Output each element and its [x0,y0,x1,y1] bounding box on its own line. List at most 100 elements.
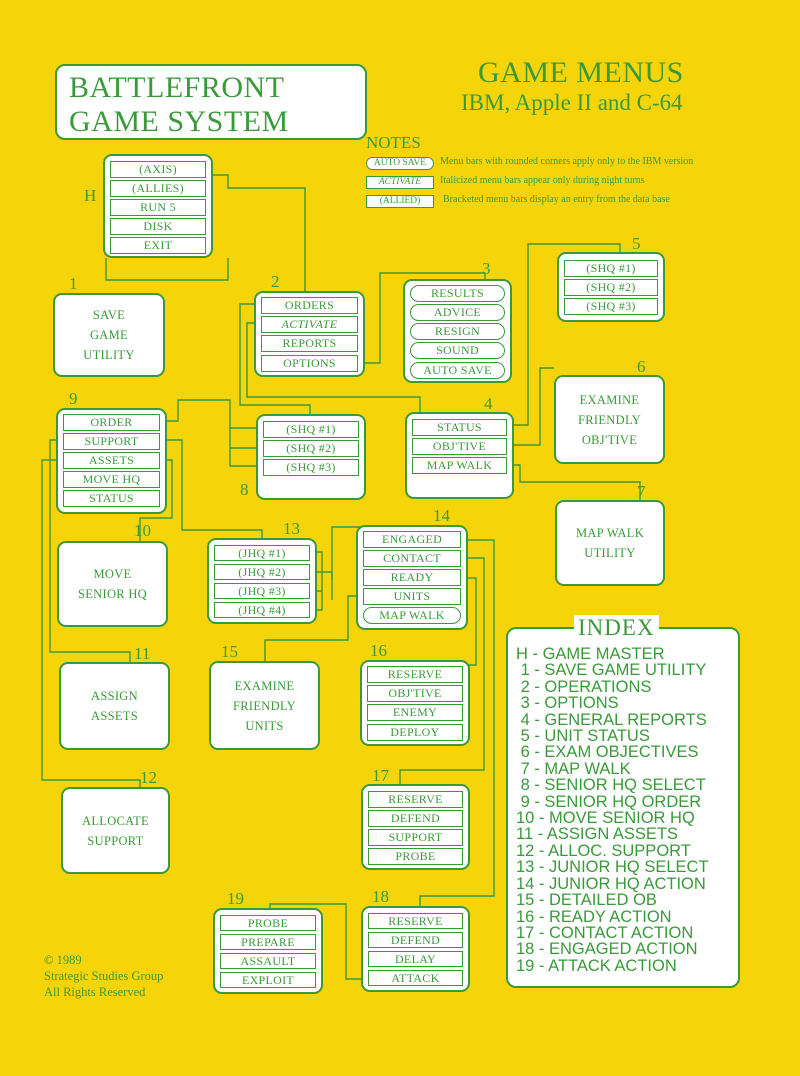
wire-14-to-15 [264,595,362,661]
menu-item-defend-17[interactable]: DEFEND [368,810,463,827]
menu-item-exploit[interactable]: EXPLOIT [220,972,316,988]
menu-item-jhq-1[interactable]: (JHQ #1) [214,545,310,561]
menu-item-activate[interactable]: ACTIVATE [261,316,358,333]
menu-item-map-walk[interactable]: MAP WALK [412,457,507,474]
menu-item-map-walk-14[interactable]: MAP WALK [363,607,461,624]
note-tag-italic: ACTIVATE [366,176,434,189]
menu-14-label: 14 [433,506,450,525]
map-walk-utility[interactable]: MAP WALK UTILITY [555,500,665,586]
menu-item-engaged[interactable]: ENGAGED [363,531,461,548]
menu-item-exit[interactable]: EXIT [110,237,206,254]
menu-item-reserve-18[interactable]: RESERVE [368,913,463,929]
menu-item-assets[interactable]: ASSETS [63,452,160,469]
menu-item-prepare[interactable]: PREPARE [220,934,316,950]
menu-item-shq-3-b[interactable]: (SHQ #3) [263,459,359,476]
wire-2-to-8 [239,303,311,415]
menu-item-jhq-2[interactable]: (JHQ #2) [214,564,310,580]
utility-11-label: 11 [134,644,151,663]
copyright-notice: © 1989 Strategic Studies Group All Right… [44,952,163,1000]
menu-item-objective-16[interactable]: OBJ'TIVE [367,685,463,702]
menu-item-units[interactable]: UNITS [363,588,461,605]
index-list: H - GAME MASTER 1 - SAVE GAME UTILITY 2 … [516,645,709,975]
allocate-support[interactable]: ALLOCATE SUPPORT [61,787,170,874]
menu-item-jhq-4[interactable]: (JHQ #4) [214,602,310,618]
utility-12-label: 12 [140,768,157,787]
menu-item-reports[interactable]: REPORTS [261,335,358,352]
menu-item-reserve-16[interactable]: RESERVE [367,666,463,683]
wire-h-to-2 [210,174,306,291]
menu-17-label: 17 [372,766,389,785]
index-entry: 9 - SENIOR HQ ORDER [516,792,702,811]
menu-item-status-9[interactable]: STATUS [63,490,160,507]
menu-item-shq-3[interactable]: (SHQ #3) [564,298,658,315]
move-senior-hq-text: MOVE SENIOR HQ [77,567,148,601]
title-line-2: GAME SYSTEM [69,105,289,138]
wire-9-to-13 [165,439,263,541]
notes-heading: NOTES [366,133,421,152]
index-entry: 13 - JUNIOR HQ SELECT [516,858,709,877]
index-entry: 10 - MOVE SENIOR HQ [516,809,695,828]
menu-item-options[interactable]: OPTIONS [261,355,358,372]
note-text-rounded: Menu bars with rounded corners apply onl… [440,156,694,167]
map-walk-utility-text: MAP WALK UTILITY [575,526,645,560]
menu-19-label: 19 [227,889,244,908]
menu-16-label: 16 [370,641,387,660]
index-entry: 5 - UNIT STATUS [516,727,650,746]
index-title: INDEX [574,615,659,641]
move-senior-hq[interactable]: MOVE SENIOR HQ [57,541,168,627]
menu-item-results[interactable]: RESULTS [410,285,505,302]
menu-5-label: 5 [632,234,641,253]
assign-assets[interactable]: ASSIGN ASSETS [59,662,170,750]
wire-2-to-3 [365,272,486,364]
utility-6-label: 6 [637,357,646,376]
menu-item-deploy[interactable]: DEPLOY [367,724,463,741]
menu-item-advice[interactable]: ADVICE [410,304,505,321]
wire-9-to-12 [41,459,141,788]
menu-item-reserve-17[interactable]: RESERVE [368,791,463,808]
menu-18-label: 18 [372,887,389,906]
menu-item-probe-19[interactable]: PROBE [220,915,316,931]
menu-item-sound[interactable]: SOUND [410,342,505,359]
assign-assets-text: ASSIGN ASSETS [91,689,138,723]
menu-item-allies[interactable]: (ALLIES) [110,180,206,197]
menu-item-move-hq[interactable]: MOVE HQ [63,471,160,488]
menu-item-run-5[interactable]: RUN 5 [110,199,206,216]
index-entry: 12 - ALLOC. SUPPORT [516,841,691,860]
menu-item-jhq-3[interactable]: (JHQ #3) [214,583,310,599]
wire-18-to-19 [269,903,362,980]
menu-item-contact[interactable]: CONTACT [363,550,461,567]
menu-9-label: 9 [69,389,78,408]
copyright-rights: All Rights Reserved [44,985,146,999]
menu-item-attack[interactable]: ATTACK [368,970,463,986]
note-tag-rounded: AUTO SAVE [366,157,434,170]
index-entry: H - GAME MASTER [516,645,665,663]
menu-item-shq-1-b[interactable]: (SHQ #1) [263,421,359,438]
menu-item-auto-save[interactable]: AUTO SAVE [410,362,505,379]
index-entry: 6 - EXAM OBJECTIVES [516,743,699,762]
save-game-utility[interactable]: SAVE GAME UTILITY [53,293,165,377]
menu-item-support-17[interactable]: SUPPORT [368,829,463,846]
menu-item-assault[interactable]: ASSAULT [220,953,316,969]
menu-item-delay[interactable]: DELAY [368,951,463,967]
examine-friendly-units[interactable]: EXAMINE FRIENDLY UNITS [209,661,320,750]
menu-item-orders[interactable]: ORDERS [261,297,358,314]
menu-item-support[interactable]: SUPPORT [63,433,160,450]
menu-item-ready[interactable]: READY [363,569,461,586]
menu-item-shq-2[interactable]: (SHQ #2) [564,279,658,296]
wire-4-to-5 [513,243,621,426]
index-entry: 14 - JUNIOR HQ ACTION [516,874,706,893]
menu-item-order[interactable]: ORDER [63,414,160,431]
menu-item-axis[interactable]: (AXIS) [110,161,206,178]
menu-item-objective[interactable]: OBJ'TIVE [412,438,507,455]
menu-item-resign[interactable]: RESIGN [410,323,505,340]
platforms-subheading: IBM, Apple II and C-64 [461,90,683,115]
menu-item-defend-18[interactable]: DEFEND [368,932,463,948]
examine-friendly-objective[interactable]: EXAMINE FRIENDLY OBJ'TIVE [554,375,665,464]
menu-item-disk[interactable]: DISK [110,218,206,235]
menu-item-shq-1[interactable]: (SHQ #1) [564,260,658,277]
menu-item-shq-2-b[interactable]: (SHQ #2) [263,440,359,457]
menu-item-status[interactable]: STATUS [412,419,507,436]
menu-item-enemy[interactable]: ENEMY [367,704,463,721]
index-entry: 11 - ASSIGN ASSETS [516,825,679,844]
menu-item-probe-17[interactable]: PROBE [368,848,463,865]
